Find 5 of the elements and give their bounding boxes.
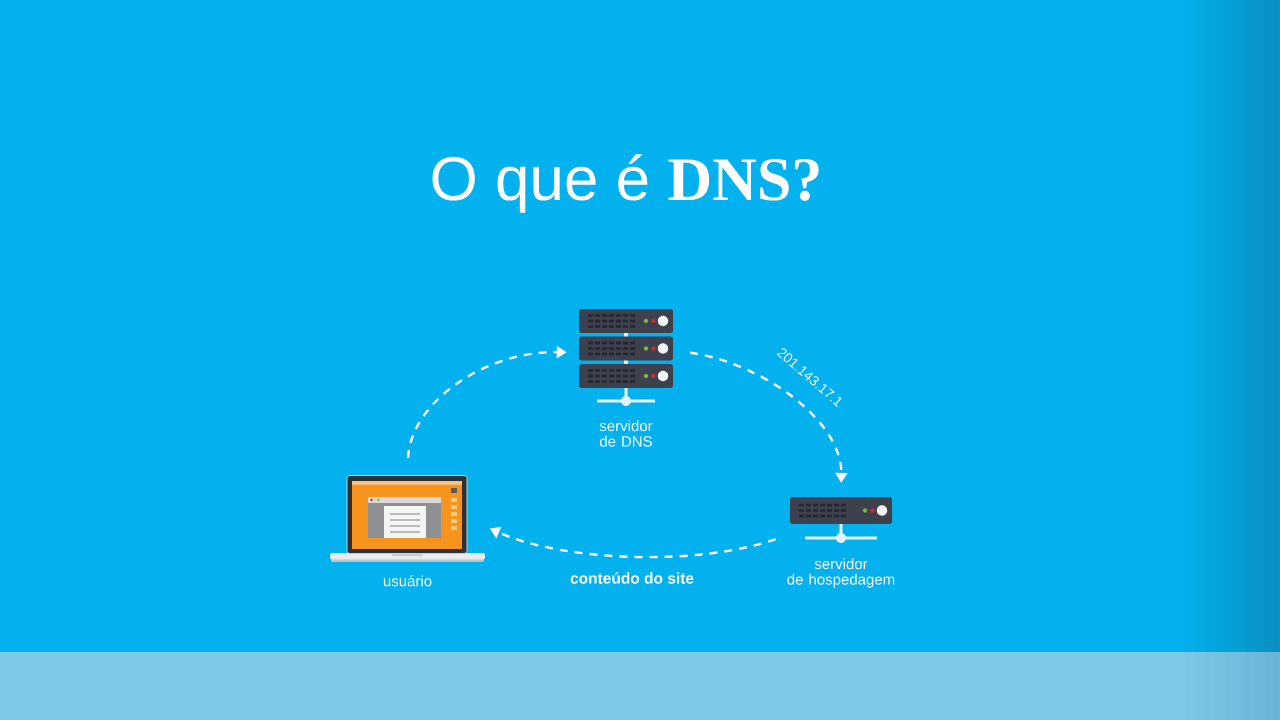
title: O que é DNS? (432, 154, 819, 213)
edge-label: conteúdo do site (569, 571, 695, 585)
node-label: servidor de DNS (599, 420, 653, 447)
node-label: usuário (383, 575, 432, 587)
node-label: servidor de hospedagem (787, 558, 895, 588)
